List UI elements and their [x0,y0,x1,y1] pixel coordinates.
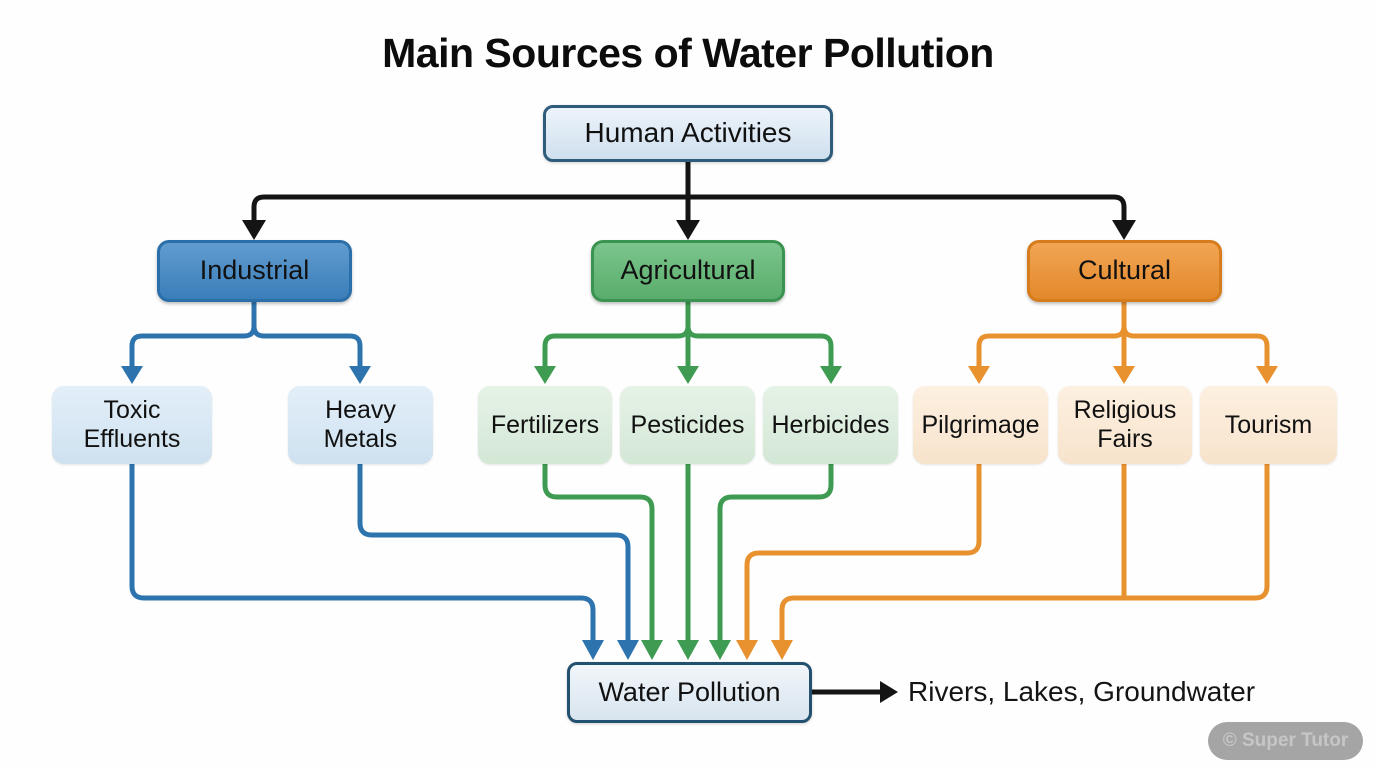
arrowhead-to-herbicides [820,366,842,384]
edge-agricultural-fertilizers [542,302,691,368]
arrowhead-to-toxic [121,366,143,384]
arrowhead-pesticides-water [677,640,699,660]
edge-herbicides-water [717,464,834,640]
arrowhead-to-pesticides [677,366,699,384]
edge-agricultural-herbicides [685,302,834,368]
diagram-title: Main Sources of Water Pollution [382,30,994,76]
arrowhead-tourism-water [771,640,793,660]
node-human-activities: Human Activities [543,105,833,162]
edge-pilgrimage-water [744,464,982,640]
edge-toxic-water [129,464,596,640]
node-religious-fairs: Religious Fairs [1058,386,1192,464]
arrowhead-to-pilgrimage [968,366,990,384]
arrowhead-to-destination [880,681,898,703]
arrowhead-to-cultural [1112,220,1136,240]
node-cultural: Cultural [1027,240,1222,302]
edge-cultural-tourism [1121,302,1270,368]
edge-tourism-water [779,464,1270,640]
edge-cultural-pilgrimage [976,302,1127,368]
edge-heavy-water [357,464,631,640]
node-industrial: Industrial [157,240,352,302]
node-pilgrimage: Pilgrimage [913,386,1048,464]
node-heavy-metals: Heavy Metals [288,386,433,464]
node-pesticides: Pesticides [620,386,755,464]
node-water-pollution: Water Pollution [567,662,812,723]
edge-fertilizers-water [542,464,655,640]
arrowhead-toxic-water [582,640,604,660]
watermark-badge: © Super Tutor [1208,722,1363,760]
node-toxic-effluents: Toxic Effluents [52,386,212,464]
node-agricultural: Agricultural [591,240,785,302]
node-herbicides: Herbicides [763,386,898,464]
edge-human-branch-bar [251,194,1127,224]
arrowhead-herbicides-water [709,640,731,660]
arrowhead-to-fertilizers [534,366,556,384]
arrowhead-to-heavy [349,366,371,384]
arrowhead-pilgrimage-water [736,640,758,660]
arrowhead-fertilizers-water [641,640,663,660]
arrowhead-to-tourism [1256,366,1278,384]
arrowhead-to-religious [1113,366,1135,384]
arrowhead-heavy-water [617,640,639,660]
arrowhead-to-agricultural [676,220,700,240]
arrowhead-to-industrial [242,220,266,240]
node-tourism: Tourism [1200,386,1337,464]
edge-industrial-heavy [251,302,363,368]
destination-label: Rivers, Lakes, Groundwater [908,676,1256,707]
edge-industrial-toxic [129,302,257,368]
node-fertilizers: Fertilizers [478,386,612,464]
